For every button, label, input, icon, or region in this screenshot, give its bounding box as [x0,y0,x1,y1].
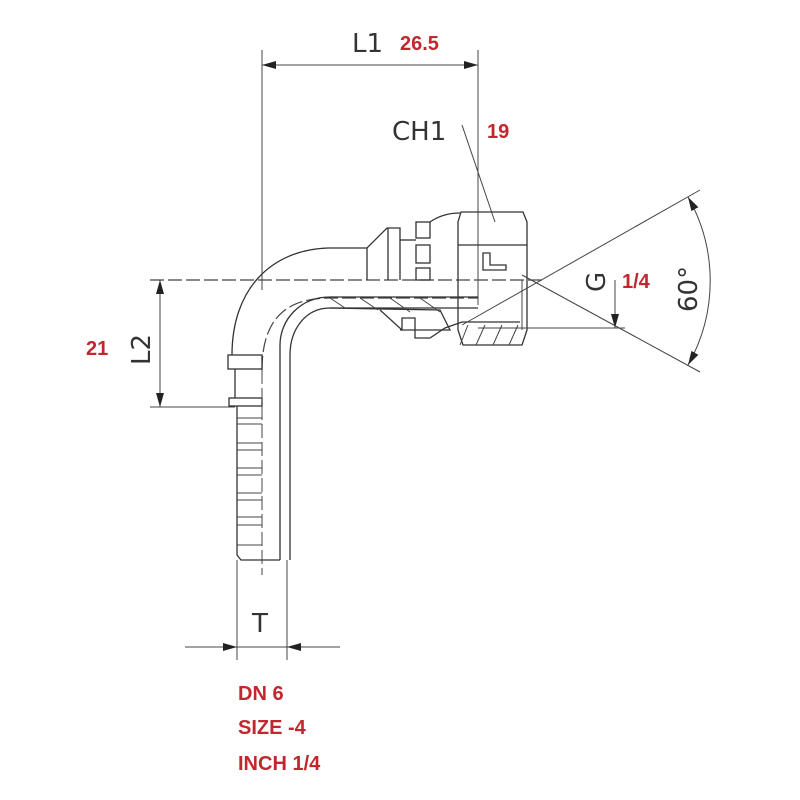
spec-dn: DN 6 [238,683,284,705]
spec-size: SIZE -4 [238,717,307,739]
l1-value: 26.5 [400,33,439,55]
g-label: G [582,272,612,292]
l2-value: 21 [86,338,108,360]
l2-label: L2 [127,334,157,365]
spec-list: DN 6 SIZE -4 INCH 1/4 [238,683,321,775]
l1-label: L1 [352,29,383,59]
g-value: 1/4 [622,271,651,293]
ch1-dimension: CH1 19 [392,117,509,223]
ch1-value: 19 [487,121,509,143]
t-dimension: T [185,560,340,660]
t-label: T [251,609,268,639]
angle-dimension: 60° [461,189,711,373]
fitting-body [227,211,528,575]
l2-dimension: L2 21 [86,280,235,408]
ch1-label: CH1 [392,117,446,147]
spec-inch: INCH 1/4 [238,753,321,775]
l1-dimension: L1 26.5 [261,29,479,305]
angle-label: 60° [674,266,704,312]
g-dimension: G 1/4 [478,271,651,329]
